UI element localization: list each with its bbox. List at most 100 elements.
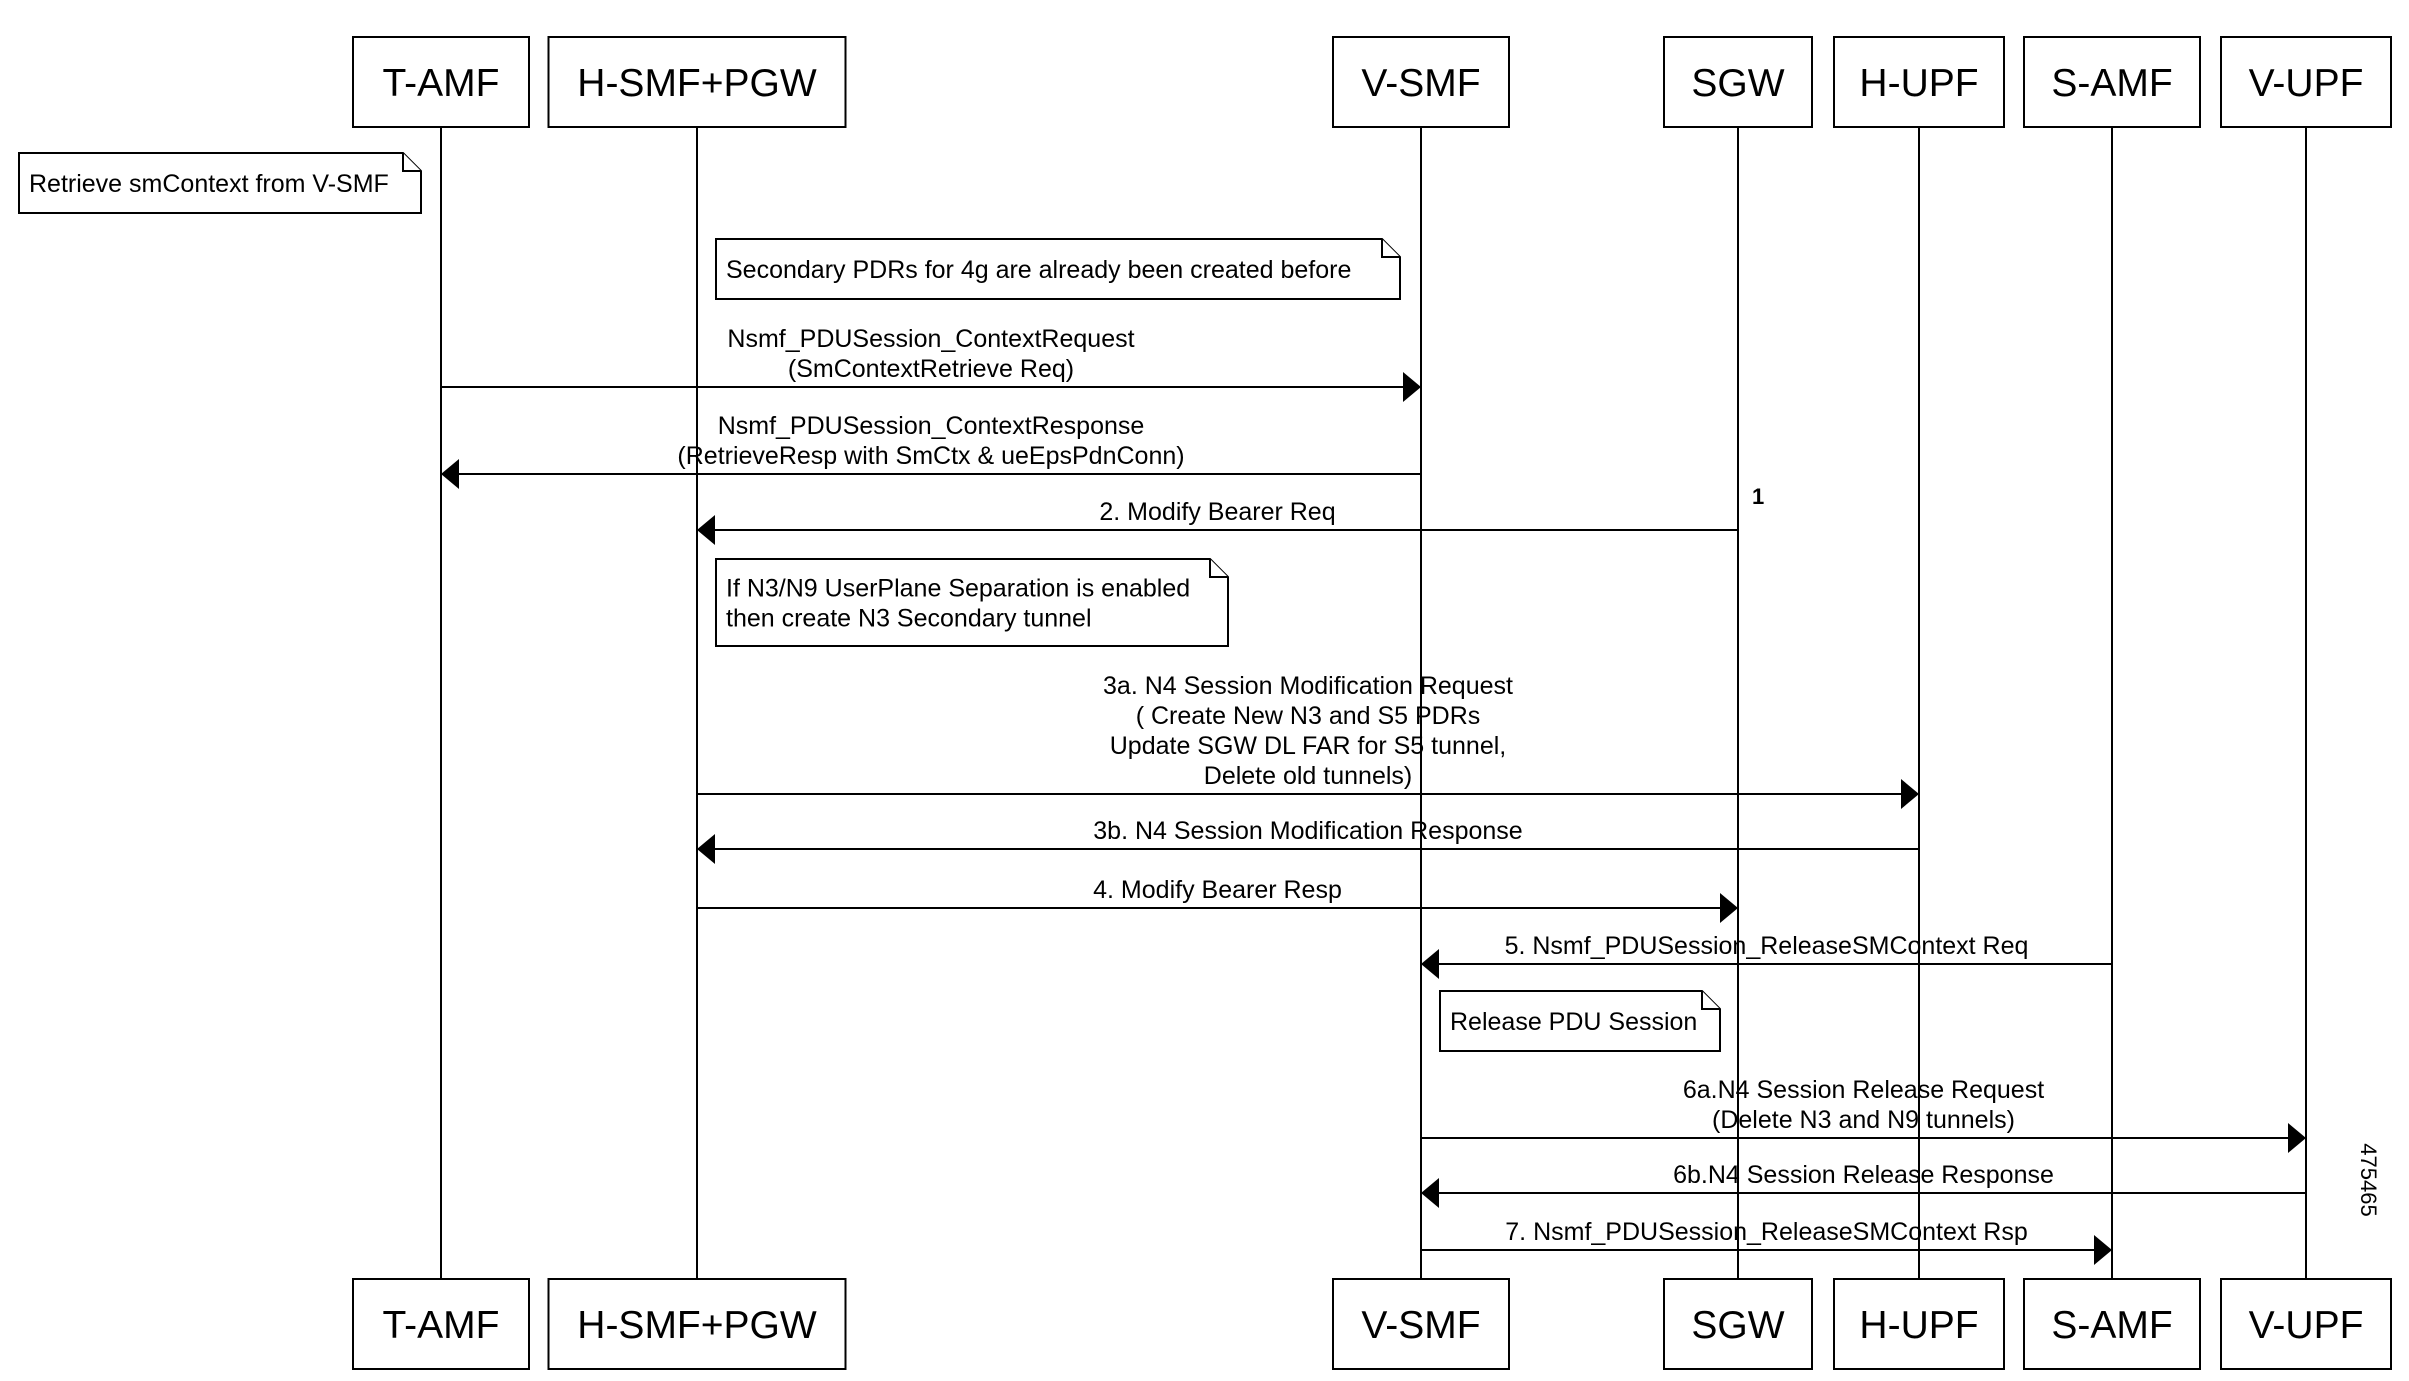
participant-sgw-bottom: SGW bbox=[1663, 1278, 1813, 1370]
message-ctx-request: Nsmf_PDUSession_ContextRequest(SmContext… bbox=[441, 325, 1421, 402]
participant-hsmf-top: H-SMF+PGW bbox=[547, 36, 847, 128]
participant-hupf-top: H-UPF bbox=[1833, 36, 2005, 128]
note-shape bbox=[1439, 990, 1721, 1052]
participant-box bbox=[547, 36, 847, 128]
note-fold bbox=[1209, 559, 1228, 578]
message-modify-bearer-resp: 4. Modify Bearer Resp bbox=[697, 876, 1738, 923]
participant-box bbox=[352, 36, 530, 128]
message-release-smctx-req: 5. Nsmf_PDUSession_ReleaseSMContext Req bbox=[1421, 932, 2112, 979]
participant-box bbox=[547, 1278, 847, 1370]
participant-vsmf-bottom: V-SMF bbox=[1332, 1278, 1510, 1370]
message-label-line: (SmContextRetrieve Req) bbox=[788, 355, 1074, 383]
message-n4-release-resp: 6b.N4 Session Release Response bbox=[1421, 1161, 2306, 1208]
participant-vsmf-top: V-SMF bbox=[1332, 36, 1510, 128]
message-ctx-response: Nsmf_PDUSession_ContextResponse(Retrieve… bbox=[441, 412, 1421, 489]
message-label-line: Nsmf_PDUSession_ContextRequest bbox=[727, 325, 1134, 353]
arrowhead bbox=[697, 834, 715, 864]
participant-label: V-UPF bbox=[2249, 1304, 2364, 1347]
note-text-line: If N3/N9 UserPlane Separation is enabled bbox=[726, 575, 1190, 603]
message-label-line: 2. Modify Bearer Req bbox=[1099, 498, 1335, 526]
note-retrieve: Retrieve smContext from V-SMF bbox=[18, 152, 422, 214]
note-text-line: Retrieve smContext from V-SMF bbox=[29, 170, 389, 198]
participant-box bbox=[2023, 1278, 2201, 1370]
arrowhead bbox=[1421, 949, 1439, 979]
message-label-line: 3b. N4 Session Modification Response bbox=[1093, 817, 1522, 845]
message-label-line: (Delete N3 and N9 tunnels) bbox=[1712, 1106, 2015, 1134]
figure-id: 475465 bbox=[2356, 1143, 2381, 1216]
arrowhead bbox=[441, 459, 459, 489]
message-label-line: 4. Modify Bearer Resp bbox=[1093, 876, 1342, 904]
message-label-line: 6a.N4 Session Release Request bbox=[1683, 1076, 2044, 1104]
participant-box bbox=[1663, 1278, 1813, 1370]
message-label-line: Nsmf_PDUSession_ContextResponse bbox=[718, 412, 1145, 440]
note-text-line: then create N3 Secondary tunnel bbox=[726, 605, 1092, 633]
message-label-line: 5. Nsmf_PDUSession_ReleaseSMContext Req bbox=[1505, 932, 2029, 960]
message-label-line: Update SGW DL FAR for S5 tunnel, bbox=[1110, 732, 1506, 760]
note-fold bbox=[1381, 239, 1400, 258]
participant-label: T-AMF bbox=[383, 62, 500, 105]
arrowhead bbox=[697, 515, 715, 545]
note-shape bbox=[18, 152, 422, 214]
participant-label: H-UPF bbox=[1859, 62, 1978, 105]
participant-box bbox=[1663, 36, 1813, 128]
notes: Retrieve smContext from V-SMF Secondary P… bbox=[18, 152, 1721, 1052]
participant-vupf-top: V-UPF bbox=[2220, 36, 2392, 128]
participant-label: V-SMF bbox=[1361, 1304, 1480, 1347]
note-shape bbox=[715, 238, 1401, 300]
arrowhead bbox=[2094, 1235, 2112, 1265]
participant-label: H-UPF bbox=[1859, 1304, 1978, 1347]
message-label-line: Delete old tunnels) bbox=[1204, 762, 1412, 790]
arrowhead bbox=[1901, 779, 1919, 809]
note-fold bbox=[402, 153, 421, 172]
note-text-line: Release PDU Session bbox=[1450, 1008, 1697, 1036]
arrowhead bbox=[1421, 1178, 1439, 1208]
message-label-line: 7. Nsmf_PDUSession_ReleaseSMContext Rsp bbox=[1505, 1218, 2027, 1246]
participant-box bbox=[2220, 36, 2392, 128]
participant-label: S-AMF bbox=[2051, 62, 2172, 105]
message-label-line: ( Create New N3 and S5 PDRs bbox=[1136, 702, 1481, 730]
note-secondary-pdrs: Secondary PDRs for 4g are already been c… bbox=[715, 238, 1401, 300]
participant-label: T-AMF bbox=[383, 1304, 500, 1347]
lifelines bbox=[440, 127, 2307, 1279]
messages: Nsmf_PDUSession_ContextRequest(SmContext… bbox=[441, 325, 2306, 1265]
participant-box bbox=[1332, 36, 1510, 128]
participant-label: V-UPF bbox=[2249, 62, 2364, 105]
participant-vupf-bottom: V-UPF bbox=[2220, 1278, 2392, 1370]
arrowhead bbox=[2288, 1123, 2306, 1153]
participant-box bbox=[2023, 36, 2201, 128]
participant-label: V-SMF bbox=[1361, 62, 1480, 105]
participant-hsmf-bottom: H-SMF+PGW bbox=[547, 1278, 847, 1370]
participant-box bbox=[352, 1278, 530, 1370]
participant-box bbox=[2220, 1278, 2392, 1370]
participant-label: H-SMF+PGW bbox=[577, 1304, 817, 1347]
participant-label: S-AMF bbox=[2051, 1304, 2172, 1347]
message-label-line: (RetrieveResp with SmCtx & ueEpsPdnConn) bbox=[677, 442, 1184, 470]
step-marker-1: 1 bbox=[1752, 484, 1764, 509]
participant-box bbox=[1833, 1278, 2005, 1370]
note-separation: If N3/N9 UserPlane Separation is enabled… bbox=[715, 558, 1229, 647]
participant-box bbox=[1833, 36, 2005, 128]
message-n4-mod-req: 3a. N4 Session Modification Request( Cre… bbox=[697, 672, 1919, 809]
participant-box bbox=[1332, 1278, 1510, 1370]
message-modify-bearer-req: 2. Modify Bearer Req bbox=[697, 498, 1738, 545]
participant-label: SGW bbox=[1691, 62, 1784, 105]
participant-samf-top: S-AMF bbox=[2023, 36, 2201, 128]
arrowhead bbox=[1720, 893, 1738, 923]
message-n4-mod-resp: 3b. N4 Session Modification Response bbox=[697, 817, 1919, 864]
note-fold bbox=[1701, 991, 1720, 1010]
participant-label: SGW bbox=[1691, 1304, 1784, 1347]
note-text-line: Secondary PDRs for 4g are already been c… bbox=[726, 256, 1351, 284]
participants: T-AMF T-AMF H-SMF+PGW H-SMF+PGW V-SMF V-SMF SG… bbox=[352, 36, 2392, 1370]
note-shape bbox=[715, 558, 1229, 647]
participant-sgw-top: SGW bbox=[1663, 36, 1813, 128]
participant-hupf-bottom: H-UPF bbox=[1833, 1278, 2005, 1370]
message-n4-release-req: 6a.N4 Session Release Request(Delete N3 … bbox=[1421, 1076, 2306, 1153]
participant-tamf-bottom: T-AMF bbox=[352, 1278, 530, 1370]
message-label-line: 6b.N4 Session Release Response bbox=[1673, 1161, 2054, 1189]
participant-tamf-top: T-AMF bbox=[352, 36, 530, 128]
message-release-smctx-rsp: 7. Nsmf_PDUSession_ReleaseSMContext Rsp bbox=[1421, 1218, 2112, 1265]
note-release-pdu: Release PDU Session bbox=[1439, 990, 1721, 1052]
participant-samf-bottom: S-AMF bbox=[2023, 1278, 2201, 1370]
message-label-line: 3a. N4 Session Modification Request bbox=[1103, 672, 1513, 700]
